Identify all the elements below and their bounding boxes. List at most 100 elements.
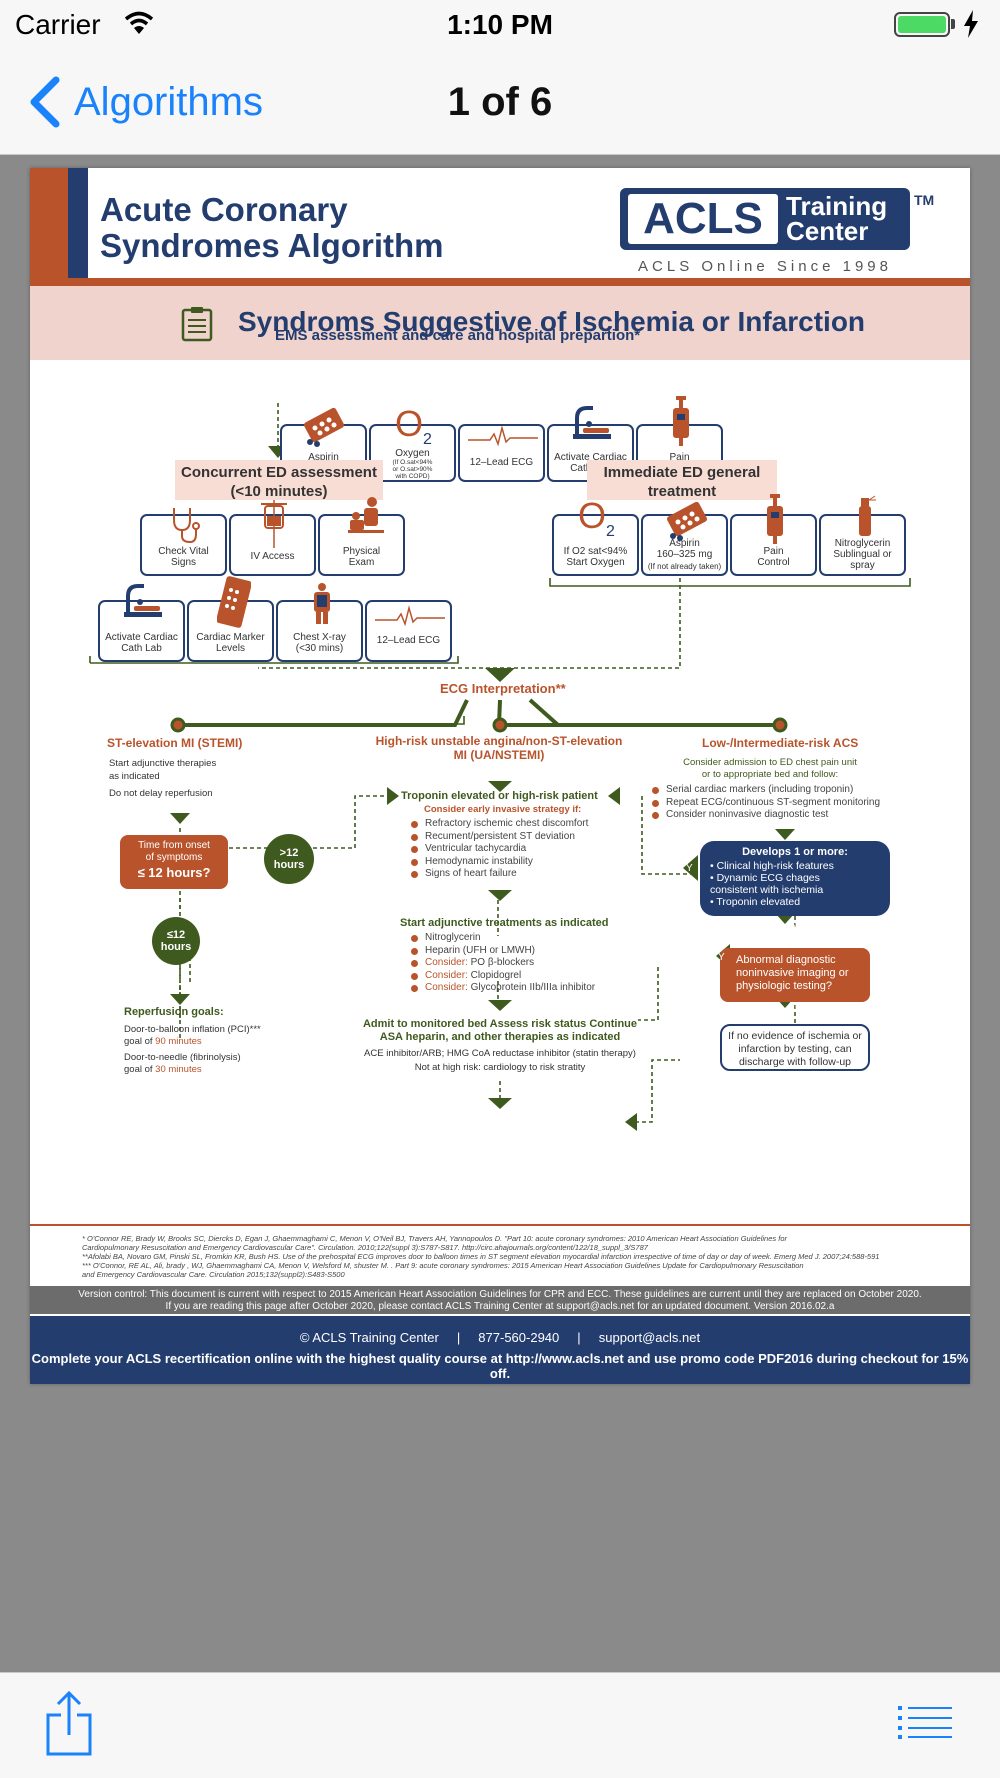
treatment-list: Nitroglycerin Heparin (UFH or LMWH) Cons… — [411, 932, 595, 995]
logo-tagline: ACLS Online Since 1998 — [638, 258, 892, 275]
low-risk-list: Serial cardiac markers (including tropon… — [652, 784, 880, 822]
list-item: Consider: Glycoprotein IIb/IIIa inhibito… — [411, 982, 595, 995]
consider-label: Consider: — [425, 982, 468, 993]
develops-text: Dynamic ECG chages consistent with ische… — [710, 872, 824, 896]
bottom-toolbar — [0, 1672, 1000, 1778]
immediate-box-aspirin: Aspirin 160–325 mg (If not already taken… — [641, 502, 728, 576]
page-title: 1 of 6 — [447, 80, 553, 124]
version-control: Version control: This document is curren… — [30, 1286, 970, 1314]
ace-text: ACE inhibitor/ARB; HMG CoA reductase inh… — [364, 1048, 636, 1059]
time-onset-text: Time from onset of symptoms — [138, 840, 210, 863]
treatment-text: Glycoprotein IIb/IIIa inhibitor — [470, 982, 596, 993]
list-item: Nitroglycerin — [411, 932, 595, 945]
status-time: 1:10 PM — [447, 9, 553, 40]
header-stripe — [30, 168, 68, 286]
concurrent-box-iv: IV Access — [229, 500, 316, 576]
logo-center: Center — [786, 216, 869, 246]
list-item: Serial cardiac markers (including tropon… — [652, 784, 880, 797]
goal-90-minutes: 90 minutes — [155, 1036, 202, 1047]
svg-text:O: O — [395, 406, 423, 444]
concurrent-physical-label: Physical Exam — [342, 546, 381, 568]
cath-lab-icon — [124, 584, 162, 617]
not-high-risk-text: Not at high risk: cardiology to risk str… — [414, 1062, 586, 1073]
abnormal-testing-box: Abnormal diagnostic noninvasive imaging … — [720, 948, 870, 1002]
concurrent-markers-label: Cardiac Marker Levels — [196, 632, 265, 654]
syringe-icon — [767, 494, 783, 544]
immediate-heading: Immediate ED general treatment — [587, 460, 777, 500]
concurrent-box-ecg: 12–Lead ECG — [365, 600, 452, 662]
concurrent-box-vitals: Check Vital Signs — [140, 508, 227, 576]
stemi-text-3: Do not delay reperfusion — [109, 788, 213, 799]
wifi-icon — [124, 11, 154, 34]
develops-item-2: • Dynamic ECG chages consistent with isc… — [710, 872, 824, 896]
treatment-text: Clopidogrel — [470, 969, 522, 981]
goal-prefix: goal of — [124, 1064, 156, 1075]
list-item: Repeat ECG/continuous ST-segment monitor… — [652, 797, 880, 810]
immediate-box-nitro: Nitroglycerin Sublingual or spray — [819, 495, 906, 576]
reperfusion-goal-2: Door-to-needle (fibrinolysis) — [124, 1052, 241, 1063]
ems-box-ecg: 12–Lead ECG — [458, 424, 545, 482]
immediate-nitro-label: Nitroglycerin Sublingual or spray — [833, 538, 892, 571]
document-footer: © ACLS Training Center | 877-560-2940 | … — [30, 1316, 970, 1384]
carrier-label: Carrier — [15, 9, 101, 40]
low-risk-consider: Consider admission to ED chest pain unit… — [683, 757, 857, 780]
no-marker-1: N — [790, 920, 798, 931]
footer-promo: Complete your ACLS recertification onlin… — [31, 1351, 969, 1381]
concurrent-heading: Concurrent ED assessment (<10 minutes) — [175, 460, 383, 500]
references: * O'Connor RE, Brady W, Brooks SC, Dierc… — [82, 1234, 880, 1279]
concurrent-box-markers: Cardiac Marker Levels — [187, 576, 274, 662]
yes-marker-1: Y — [686, 863, 693, 874]
pill-pack-icon — [304, 408, 344, 447]
ems-oxygen-sub: (If O.sat<94% or O.sat>90% with COPD) — [392, 459, 433, 480]
footer-contact: © ACLS Training Center | 877-560-2940 | … — [299, 1330, 701, 1345]
treatment-text: Heparin (UFH or LMWH) — [425, 944, 536, 956]
no-marker-2: N — [790, 1004, 798, 1015]
title-line-1: Acute Coronary — [100, 191, 348, 228]
header-stripe-navy — [68, 168, 88, 278]
yes-marker-2: Y — [718, 952, 725, 963]
develops-item-3: • Troponin elevated — [710, 896, 801, 908]
reperfusion-goal-2-time: goal of 30 minutes — [124, 1064, 202, 1075]
share-icon[interactable] — [44, 1691, 94, 1757]
title-line-2: Syndromes Algorithm — [100, 227, 444, 264]
discharge-box: If no evidence of ischemia or infarction… — [720, 1024, 870, 1071]
adjunctive-heading: Start adjunctive treatments as indicated — [400, 917, 609, 929]
document-page[interactable]: Acute Coronary Syndromes Algorithm ACLS … — [30, 168, 970, 1384]
trademark: TM — [914, 192, 935, 208]
time-onset-box: Time from onset of symptoms ≤ 12 hours? — [120, 835, 228, 889]
treatment-text: PO β-blockers — [470, 957, 535, 968]
back-button[interactable]: Algorithms — [28, 76, 263, 128]
concurrent-vitals-label: Check Vital Signs — [158, 546, 209, 568]
battery-icon — [894, 12, 950, 37]
list-item: Heparin (UFH or LMWH) — [411, 945, 595, 958]
document-title: Acute Coronary Syndromes Algorithm — [100, 192, 444, 264]
ems-heading: EMS assessment and care and hospital pre… — [275, 327, 641, 344]
clipboard-icon — [181, 307, 213, 342]
develops-text: Troponin elevated — [716, 896, 801, 908]
consider-label: Consider: — [425, 969, 468, 981]
ems-ecg-label: 12–Lead ECG — [469, 457, 534, 468]
list-item: Consider noninvasive diagnostic test — [652, 809, 880, 822]
ecg-icon — [375, 605, 445, 627]
svg-text:2: 2 — [423, 431, 432, 446]
logo-training-center: Training Center — [786, 193, 887, 246]
invasive-criteria-list: Refractory ischemic chest discomfort Rec… — [411, 818, 588, 881]
iv-bag-icon — [261, 500, 287, 548]
list-item: Signs of heart failure — [411, 868, 588, 881]
navigation-bar: Carrier 1:10 PM Algorithms 1 of 6 — [0, 0, 1000, 155]
header-rule — [68, 278, 970, 286]
gt12-hours-badge: >12 hours — [264, 834, 314, 884]
physical-exam-icon — [348, 497, 384, 533]
list-icon[interactable] — [898, 1705, 952, 1739]
spray-icon — [859, 495, 876, 536]
cath-lab-icon — [573, 406, 611, 439]
troponin-heading: Troponin elevated or high-risk patient — [401, 790, 598, 802]
develops-box: Develops 1 or more: • Clinical high-risk… — [700, 841, 890, 916]
immediate-aspirin-sub: (If not already taken) — [647, 562, 722, 571]
charging-bolt-icon — [964, 10, 978, 38]
section-banner: Syndroms Suggestive of Ischemia or Infar… — [30, 286, 970, 360]
list-item: Hemodynamic instability — [411, 856, 588, 869]
